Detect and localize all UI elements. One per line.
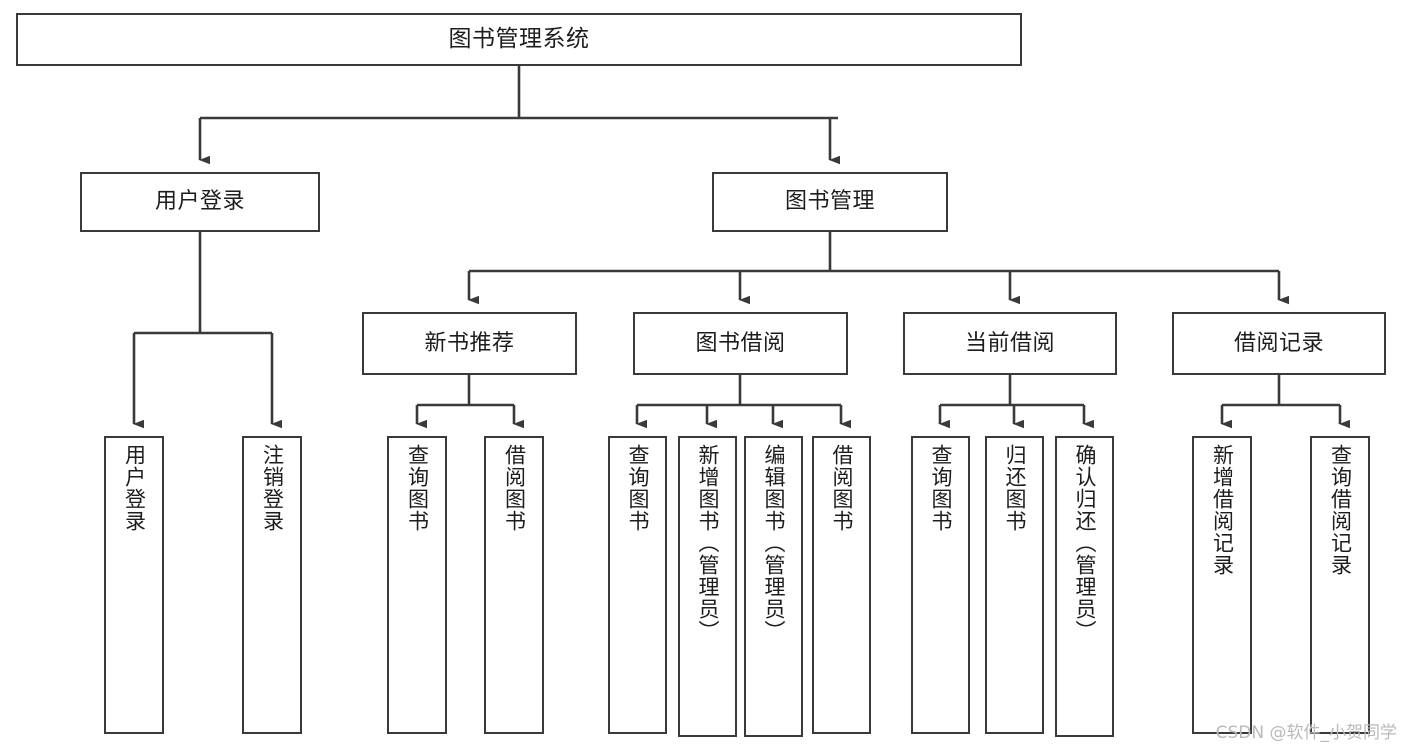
node-label: 新增借阅记录 — [1210, 444, 1235, 576]
node-leaf-borrow-book-2[interactable]: 借阅图书 — [812, 436, 871, 734]
edge-book-manage-to-level3 — [467, 232, 1289, 305]
node-leaf-add-record[interactable]: 新增借阅记录 — [1192, 436, 1252, 734]
node-new-book-recommend[interactable]: 新书推荐 — [362, 312, 577, 375]
node-label: 借阅图书 — [502, 444, 527, 532]
node-label: 借阅记录 — [1233, 330, 1324, 356]
node-leaf-query-record[interactable]: 查询借阅记录 — [1310, 436, 1370, 734]
csdn-watermark: CSDN @软件_小贺同学 — [1215, 723, 1397, 743]
node-label: 查询图书 — [929, 444, 953, 532]
node-label: 查询图书 — [626, 444, 650, 532]
node-label: 图书借阅 — [695, 330, 786, 356]
node-book-borrow[interactable]: 图书借阅 — [633, 312, 848, 375]
edge-new-book-recommend-to-leaves — [415, 375, 524, 429]
node-label: 查询图书 — [405, 444, 430, 532]
node-leaf-query-book-3[interactable]: 查询图书 — [911, 436, 970, 734]
node-label: 注销登录 — [260, 444, 285, 532]
node-user-login[interactable]: 用户登录 — [80, 172, 320, 232]
node-label: 查询借阅记录 — [1328, 444, 1353, 576]
node-leaf-user-logout[interactable]: 注销登录 — [242, 436, 302, 734]
node-label: 图书管理系统 — [448, 26, 590, 53]
node-leaf-query-book-1[interactable]: 查询图书 — [387, 436, 447, 734]
node-label: 归还图书 — [1003, 444, 1027, 532]
node-label: 借阅图书 — [830, 444, 854, 532]
edge-borrow-record-to-leaves — [1220, 375, 1350, 429]
node-leaf-borrow-book-1[interactable]: 借阅图书 — [484, 436, 544, 734]
node-label: 用户登录 — [154, 189, 245, 215]
edge-book-borrow-to-leaves — [635, 375, 851, 429]
node-label: 编辑图书（管理员） — [762, 444, 786, 642]
node-label: 当前借阅 — [964, 330, 1055, 356]
node-label: 新增图书（管理员） — [696, 444, 720, 642]
node-leaf-return-book[interactable]: 归还图书 — [985, 436, 1044, 734]
node-label: 用户登录 — [122, 444, 147, 532]
node-leaf-user-login[interactable]: 用户登录 — [104, 436, 164, 734]
node-borrow-record[interactable]: 借阅记录 — [1172, 312, 1386, 375]
edge-root-to-level2 — [198, 66, 840, 165]
node-label: 图书管理 — [784, 189, 875, 215]
edge-user-login-to-leaves — [132, 232, 282, 429]
node-leaf-add-book[interactable]: 新增图书（管理员） — [678, 436, 737, 737]
node-leaf-edit-book[interactable]: 编辑图书（管理员） — [744, 436, 803, 737]
node-leaf-query-book-2[interactable]: 查询图书 — [608, 436, 667, 734]
node-book-manage[interactable]: 图书管理 — [712, 172, 948, 232]
edge-current-borrow-to-leaves — [938, 375, 1094, 429]
node-label: 确认归还（管理员） — [1073, 444, 1097, 642]
node-current-borrow[interactable]: 当前借阅 — [903, 312, 1117, 375]
node-label: 新书推荐 — [424, 330, 515, 356]
node-root-system[interactable]: 图书管理系统 — [16, 13, 1022, 66]
node-leaf-confirm-return[interactable]: 确认归还（管理员） — [1055, 436, 1114, 737]
